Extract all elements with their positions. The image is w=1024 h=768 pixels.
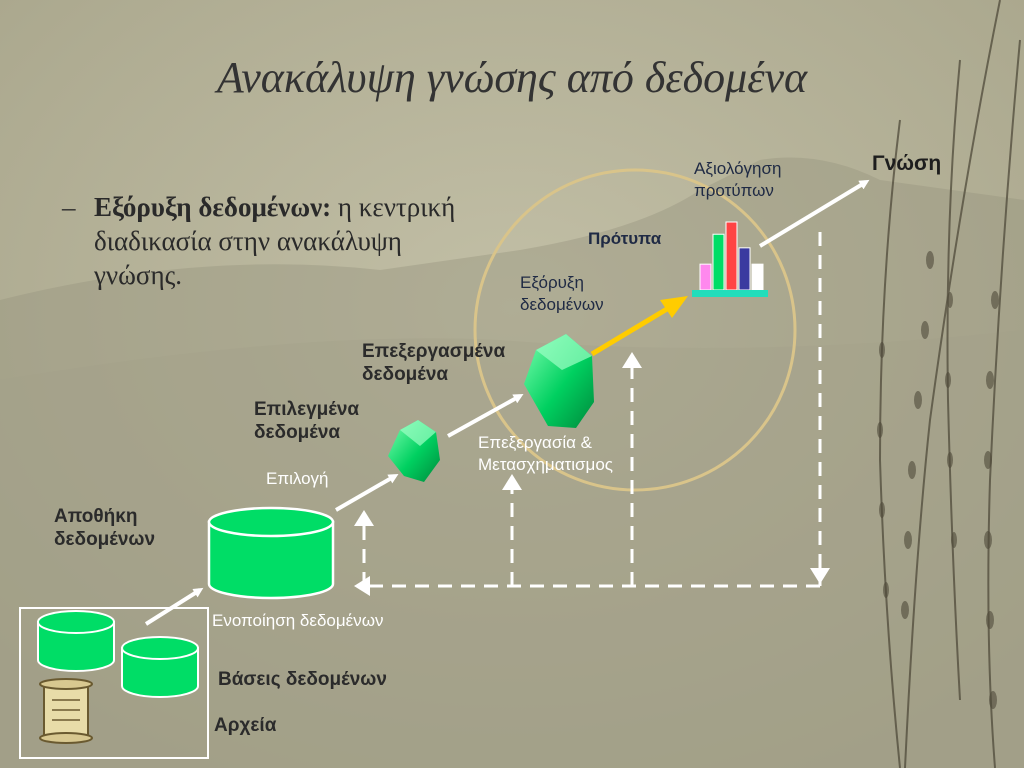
bullet-point: – Εξόρυξη δεδομένων: η κεντρική διαδικασ… — [62, 190, 482, 292]
database-cylinder-1 — [37, 610, 115, 672]
label-patterns: Πρότυπα — [588, 229, 662, 248]
label-data-warehouse-line2: δεδομένων — [54, 529, 156, 550]
bullet-text: Εξόρυξη δεδομένων: η κεντρική διαδικασία… — [94, 190, 482, 292]
selected-data-gem — [388, 420, 440, 482]
feedback-arrowhead-5 — [354, 576, 370, 596]
label-selected-data: Επιλεγμένα δεδομένα — [254, 398, 359, 444]
feedback-arrowhead-3 — [622, 352, 642, 368]
database-cylinder-2 — [121, 636, 199, 698]
data-warehouse-cylinder — [207, 506, 335, 600]
bullet-bold-text: Εξόρυξη δεδομένων: — [94, 192, 332, 222]
patterns-bar-chart-icon — [692, 221, 768, 297]
arrow-evaluation — [758, 179, 870, 248]
label-processing-transformation: Επεξεργασία & Μετασχηματισμος — [478, 432, 613, 476]
preprocessed-data-gem — [524, 334, 594, 428]
label-preprocessed-data: Επεξεργασμένα δεδομένα — [362, 340, 505, 386]
slide-title: Ανακάλυψη γνώσης από δεδομένα — [216, 53, 808, 102]
label-pattern-evaluation-line1: Αξιολόγηση — [694, 159, 782, 178]
label-selected-data-line1: Επιλεγμένα — [254, 399, 360, 420]
bullet-dash: – — [62, 192, 76, 222]
label-selection: Επιλογή — [266, 469, 329, 488]
feedback-loop-dashed — [362, 232, 822, 588]
arrow-integration — [144, 587, 204, 626]
feedback-arrowhead-2 — [502, 474, 522, 490]
label-files: Αρχεία — [214, 715, 277, 736]
files-scroll-icon — [39, 678, 93, 744]
label-preprocessed-data-line2: δεδομένα — [362, 364, 449, 385]
label-pattern-evaluation: Αξιολόγηση προτύπων — [694, 158, 781, 202]
pattern-bar-5 — [751, 263, 764, 291]
label-processing-line1: Επεξεργασία & — [478, 433, 592, 452]
label-preprocessed-data-line1: Επεξεργασμένα — [362, 341, 506, 362]
data-sources-box — [19, 607, 209, 759]
label-selected-data-line2: δεδομένα — [254, 422, 341, 443]
feedback-arrowhead-4 — [810, 568, 830, 584]
label-data-mining-line1: Εξόρυξη — [520, 273, 584, 292]
label-data-integration: Ενοποίηση δεδομένων — [212, 611, 384, 630]
data-mining-focus-circle — [473, 168, 797, 492]
arrow-data-mining — [590, 296, 688, 357]
label-data-mining-line2: δεδομένων — [520, 295, 604, 314]
pattern-bar-1 — [699, 263, 712, 291]
label-data-warehouse-line1: Αποθήκη — [54, 506, 138, 527]
label-databases: Βάσεις δεδομένων — [218, 669, 387, 690]
pattern-bar-base — [692, 290, 768, 297]
feedback-arrowhead-1 — [354, 510, 374, 526]
label-data-warehouse: Αποθήκη δεδομένων — [54, 505, 155, 551]
arrow-selection — [335, 474, 399, 512]
bullet-rest-text: η κεντρική διαδικασία στην ανακάλυψη γνώ… — [94, 192, 456, 290]
label-pattern-evaluation-line2: προτύπων — [694, 181, 774, 200]
pattern-bar-4 — [738, 247, 751, 291]
label-processing-line2: Μετασχηματισμος — [478, 455, 613, 474]
label-data-mining: Εξόρυξη δεδομένων — [520, 272, 604, 316]
label-knowledge: Γνώση — [872, 152, 942, 175]
pattern-bar-2 — [712, 233, 725, 291]
arrow-processing — [447, 394, 524, 438]
pattern-bar-3 — [725, 221, 738, 291]
